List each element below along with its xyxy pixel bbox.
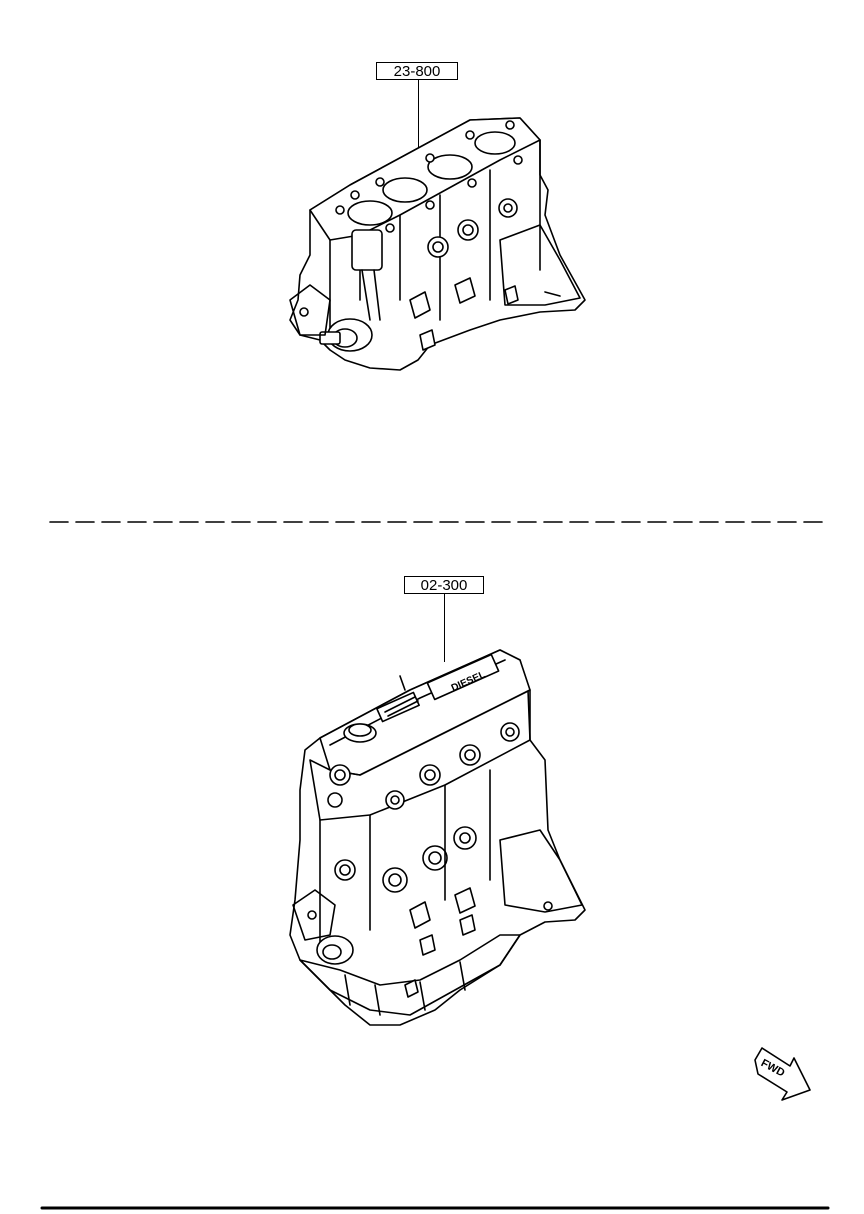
- leader-line-short-block: [418, 80, 419, 148]
- complete-engine-illustration: DIESEL: [289, 649, 586, 1026]
- part-number-callout-short-block[interactable]: 23-800: [376, 62, 458, 80]
- short-block-illustration: [289, 117, 586, 371]
- part-number-callout-complete-engine[interactable]: 02-300: [404, 576, 484, 594]
- leader-line-complete-engine: [444, 594, 445, 662]
- forward-direction-arrow: FWD: [754, 1047, 811, 1101]
